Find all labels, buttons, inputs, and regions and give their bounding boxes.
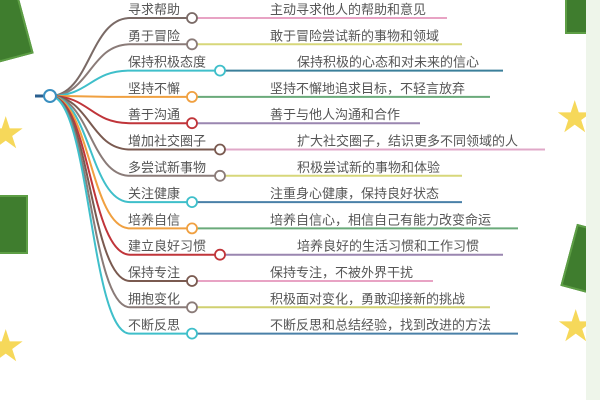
star-decoration: ★ — [0, 321, 26, 372]
branch-node — [186, 301, 198, 314]
branch-node — [186, 275, 198, 287]
branch-detail: 敢于冒险尝试新的事物和领域 — [270, 28, 439, 44]
branch-detail: 注重身心健康，保持良好状态 — [270, 186, 439, 202]
branch-label: 坚持不懈 — [128, 81, 180, 97]
branch-detail: 善于与他人沟通和合作 — [270, 107, 400, 123]
branch-line — [49, 95, 192, 335]
branch-node — [186, 327, 198, 340]
branch-node — [186, 12, 198, 24]
branch-label: 增加社交圈子 — [128, 134, 206, 150]
branch-label: 保持积极态度 — [128, 55, 206, 71]
branch-line — [49, 43, 192, 97]
branch-label: 保持专注 — [128, 266, 180, 281]
branch-label: 寻求帮助 — [128, 3, 180, 18]
branch-line — [49, 17, 192, 97]
branch-node — [186, 196, 198, 209]
star-decoration: ★ — [0, 108, 26, 159]
branch-label: 不断反思 — [128, 319, 180, 334]
gift-box-decoration — [0, 195, 28, 254]
branch-detail: 保持积极的心态和对未来的信心 — [297, 55, 479, 71]
branch-detail: 培养良好的生活习惯和工作习惯 — [297, 239, 479, 255]
branch-node — [214, 64, 226, 77]
branch-node — [214, 143, 226, 156]
branch-detail: 不断反思和总结经验，找到改进的方法 — [270, 318, 491, 334]
branch-node — [186, 91, 198, 103]
branch-label: 建立良好习惯 — [128, 239, 206, 255]
branch-label: 多尝试新事物 — [128, 160, 206, 176]
branch-node — [214, 169, 226, 182]
branch-node — [186, 222, 198, 235]
branch-node — [186, 38, 198, 51]
branch-detail: 积极尝试新的事物和体验 — [297, 160, 440, 176]
branch-detail: 保持专注，不被外界干扰 — [270, 266, 413, 281]
branch-detail: 扩大社交圈子，结识更多不同领域的人 — [297, 134, 518, 150]
branch-detail: 坚持不懈地追求目标，不轻言放弃 — [270, 81, 465, 97]
branch-line — [49, 69, 220, 97]
branch-label: 拥抱变化 — [128, 291, 180, 307]
side-panel-decoration — [586, 0, 600, 400]
branch-label: 善于沟通 — [128, 107, 180, 123]
branch-node — [214, 248, 226, 261]
root-node — [43, 89, 57, 103]
branch-label: 勇于冒险 — [128, 29, 180, 44]
branch-detail: 积极面对变化，勇敢迎接新的挑战 — [270, 291, 465, 307]
branch-detail: 主动寻求他人的帮助和意见 — [270, 2, 426, 18]
branch-label: 培养自信 — [128, 212, 180, 228]
branch-node — [186, 117, 198, 130]
branch-detail: 培养自信心，相信自己有能力改变命运 — [270, 212, 491, 228]
branch-label: 关注健康 — [128, 186, 180, 202]
